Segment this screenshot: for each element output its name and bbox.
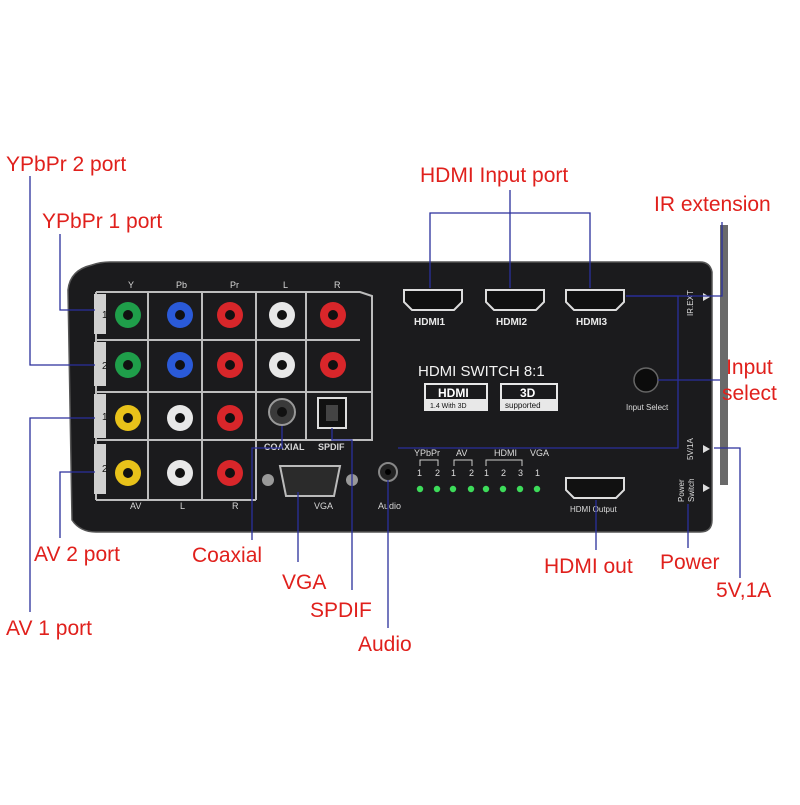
jacks-row-ypbpr2[interactable] — [115, 352, 346, 378]
led-num: 1 — [535, 468, 540, 478]
callout-hdmi-out: HDMI out — [544, 555, 633, 578]
led-label-ypbpr: YPbPr — [414, 448, 440, 458]
led-numbers: 1 2 1 2 1 2 3 1 — [417, 468, 540, 478]
callout-hdmi-input: HDMI Input port — [420, 164, 569, 187]
input-select-button[interactable] — [633, 367, 659, 393]
callout-ir-extension: IR extension — [654, 193, 771, 216]
spdif-port[interactable] — [317, 397, 347, 429]
col-label-pr: Pr — [230, 280, 239, 290]
callout-input-select-line2: select — [722, 382, 777, 405]
label-hdmi1: HDMI1 — [414, 317, 446, 328]
callout-audio: Audio — [358, 633, 412, 656]
led-label-vga: VGA — [530, 448, 549, 458]
label-coaxial: COAXIAL — [264, 442, 305, 452]
led-num: 1 — [451, 468, 456, 478]
led-brackets — [419, 459, 523, 466]
col-label-l: L — [283, 280, 288, 290]
badge-3d: 3D supported — [500, 383, 558, 411]
side-edge — [720, 225, 728, 485]
svg-text:HDMI: HDMI — [438, 386, 469, 400]
jacks-row-av1[interactable] — [115, 398, 296, 431]
callout-power: Power — [660, 551, 720, 574]
callout-av1: AV 1 port — [6, 617, 92, 640]
column-headers: Y Pb Pr L R — [128, 280, 341, 290]
label-ir-ext: IR.EXT — [686, 290, 695, 316]
device-title: HDMI SWITCH 8:1 — [418, 363, 545, 380]
label-power-switch-2: Switch — [687, 478, 696, 502]
callout-ypbpr2: YPbPr 2 port — [6, 153, 127, 176]
audio-jack[interactable] — [378, 462, 398, 482]
status-leds — [416, 485, 541, 493]
label-r: R — [232, 501, 239, 511]
label-vga: VGA — [314, 501, 333, 511]
row-label-3: 1 — [102, 412, 108, 423]
right-edge-labels: IR.EXT 5V/1A Power Switch — [677, 290, 696, 502]
col-label-r: R — [334, 280, 341, 290]
row-label-4: 2 — [102, 464, 108, 475]
led-label-av: AV — [456, 448, 467, 458]
jacks-row-ypbpr1[interactable] — [115, 302, 346, 328]
edge-arrows — [703, 293, 710, 492]
led-num: 2 — [469, 468, 474, 478]
row-label-2: 2 — [102, 361, 108, 372]
callout-coaxial: Coaxial — [192, 544, 263, 567]
hdmi-input-ports[interactable] — [403, 289, 625, 311]
row-label-1: 1 — [102, 310, 108, 321]
col-label-y: Y — [128, 280, 134, 290]
svg-text:supported: supported — [505, 401, 541, 410]
jacks-row-av2[interactable] — [115, 460, 243, 486]
led-num: 1 — [417, 468, 422, 478]
callout-input-select: Input select — [722, 355, 777, 407]
row-tabs: 1 2 1 2 — [94, 294, 108, 494]
badge-hdmi: HDMI 1.4 With 3D — [424, 383, 488, 411]
label-5v1a: 5V/1A — [686, 438, 695, 460]
label-hdmi2: HDMI2 — [496, 317, 528, 328]
hdmi-output-port[interactable] — [565, 477, 625, 499]
label-hdmi3: HDMI3 — [576, 317, 608, 328]
label-audio: Audio — [378, 501, 401, 511]
led-label-hdmi: HDMI — [494, 448, 517, 458]
callout-spdif: SPDIF — [310, 599, 372, 622]
callout-av2: AV 2 port — [34, 543, 120, 566]
led-num: 2 — [435, 468, 440, 478]
label-spdif: SPDIF — [318, 442, 345, 452]
svg-text:3D: 3D — [520, 386, 536, 400]
led-num: 2 — [501, 468, 506, 478]
vga-port[interactable] — [262, 465, 358, 497]
callout-lines — [29, 176, 741, 628]
label-av: AV — [130, 501, 141, 511]
callout-ypbpr1: YPbPr 1 port — [42, 210, 163, 233]
label-hdmi-output: HDMI Output — [570, 505, 617, 514]
label-l: L — [180, 501, 185, 511]
callout-power-spec: 5V,1A — [716, 579, 772, 602]
callout-vga: VGA — [282, 571, 327, 594]
led-group-labels: YPbPr AV HDMI VGA — [414, 448, 549, 458]
callout-input-select-line1: Input — [726, 356, 773, 379]
col-label-pb: Pb — [176, 280, 187, 290]
led-num: 3 — [518, 468, 523, 478]
led-num: 1 — [484, 468, 489, 478]
svg-text:1.4 With 3D: 1.4 With 3D — [430, 403, 467, 410]
device-body — [67, 225, 728, 533]
label-power-switch-1: Power — [677, 479, 686, 502]
bottom-labels: AV L R COAXIAL SPDIF VGA Audio — [130, 442, 401, 511]
hdmi-input-labels: HDMI1 HDMI2 HDMI3 — [414, 317, 608, 328]
label-input-select: Input Select — [626, 403, 669, 412]
